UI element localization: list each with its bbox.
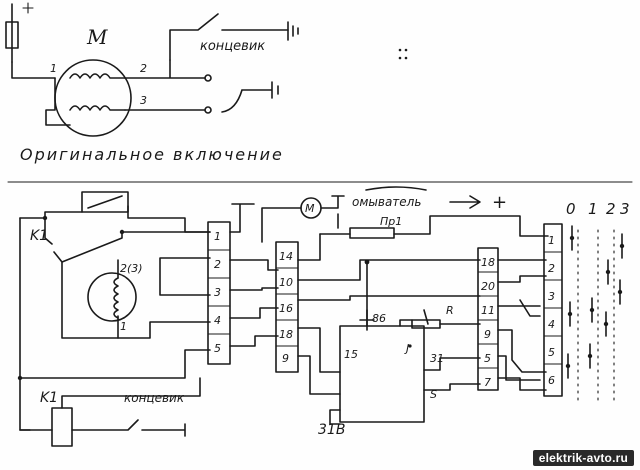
column-switch-pin: 1	[548, 234, 555, 247]
connector-b-pin: 18	[279, 328, 293, 341]
top-plus-mark	[22, 2, 34, 14]
relay-bottom-box	[51, 407, 73, 447]
motor-brush-wire	[45, 77, 71, 126]
column-switch-pin: 3	[548, 290, 555, 303]
connector-a-pin: 3	[214, 286, 221, 299]
relay-k1-bottom-label: K1	[40, 390, 58, 406]
motor-winding-lower	[69, 105, 126, 111]
connector-b-pin: 10	[279, 276, 293, 289]
top-limit-switch-label: концевик	[200, 39, 265, 54]
connector-a-pin: 1	[214, 230, 221, 243]
plus-arrow	[449, 195, 481, 209]
washer-meter-label: M	[305, 202, 315, 215]
plus-label: +	[492, 192, 507, 213]
coil-winding	[113, 277, 119, 319]
coil-wires	[117, 259, 211, 339]
connector-c-pin: 5	[484, 352, 491, 365]
connector-a-pin: 4	[214, 314, 221, 327]
terminal-3-end	[204, 106, 212, 114]
switch-header-pos: 0	[566, 200, 576, 218]
motor-terminal-2: 2	[140, 62, 147, 75]
fuse-rect	[349, 227, 395, 239]
column-switch-pin: 2	[548, 262, 555, 275]
top-section: M 1 2 3 концевик Оригинальное включение	[5, 2, 408, 164]
top-feed-wire	[11, 61, 56, 79]
resistor-label: R	[446, 304, 454, 317]
top-limit-ground	[287, 21, 299, 41]
motor-label: M	[86, 25, 108, 49]
connector-c	[477, 247, 499, 391]
connector-a-pin: 2	[214, 258, 221, 271]
connector-c-pin: 9	[484, 328, 491, 341]
connector-b	[275, 241, 299, 373]
column-switch-pin: 5	[548, 346, 555, 359]
coil-top-label: 2(3)	[120, 262, 143, 275]
inner-loop-wire	[61, 261, 119, 339]
column-switch-pin: 6	[548, 374, 555, 387]
ground-31b-label: 31B	[318, 422, 345, 438]
fuse-label: Пр1	[380, 215, 402, 228]
motor-winding-upper	[69, 73, 126, 79]
switch-header-pos: 1	[588, 200, 598, 218]
motor-terminal-3: 3	[140, 94, 147, 107]
connector-a-pin: 5	[214, 342, 221, 355]
column-switch-pin: 4	[548, 318, 555, 331]
to-pin-5-wire	[19, 349, 211, 379]
connector-c-pin: 18	[481, 256, 495, 269]
top-switch-ground	[221, 81, 279, 113]
relay-top-wire	[19, 205, 211, 233]
top-limit-switch	[169, 13, 289, 61]
bottom-section: K1 2(3) 1 K1 концевик M омыватель Пр1 + …	[17, 186, 630, 447]
bottom-limit-wire	[19, 419, 186, 437]
relay-k1-top-label: K1	[30, 228, 48, 244]
switch-header-pos: 3	[620, 200, 630, 218]
column-switch	[543, 223, 563, 397]
site-watermark: elektrik-avto.ru	[532, 450, 634, 466]
relay-bottom-feed	[61, 377, 201, 409]
connector-c-pin: 11	[481, 304, 495, 317]
wire-terminal-2	[124, 59, 206, 79]
washer-label: омыватель	[352, 195, 421, 209]
top-fuse	[5, 3, 19, 63]
k1-switch	[44, 217, 211, 263]
left-main-wire	[19, 217, 31, 431]
washer-scribble	[365, 186, 427, 191]
original-wiring-caption: Оригинальное включение	[20, 145, 284, 164]
central-relay	[339, 325, 425, 423]
relay-top-box	[81, 191, 129, 213]
relay-pin-86: 86	[372, 312, 386, 325]
terminal-2-end	[204, 74, 212, 82]
connector-a	[207, 221, 231, 365]
relay-pin-15: 15	[344, 348, 358, 361]
pin-1-ground	[229, 203, 255, 233]
switch-matrix	[565, 225, 625, 401]
relay-pin-31: 31	[430, 352, 444, 365]
resistor-R	[411, 309, 441, 329]
bottom-limit-switch-label: концевик	[124, 391, 185, 405]
to-pin-3-wire	[159, 257, 211, 296]
coil-circle	[87, 272, 137, 322]
relay-pin-s: S	[430, 388, 437, 401]
coil-bottom-label: 1	[120, 320, 127, 333]
switch-header-pos: 2	[606, 200, 616, 218]
connector-c-pin: 20	[481, 280, 495, 293]
connector-c-pin: 7	[484, 376, 491, 389]
connector-b-pin: 9	[282, 352, 289, 365]
motor-terminal-1: 1	[50, 62, 57, 75]
connector-b-pin: 14	[279, 250, 293, 263]
connector-b-pin: 16	[279, 302, 293, 315]
relay-pin-j: J	[404, 342, 409, 355]
